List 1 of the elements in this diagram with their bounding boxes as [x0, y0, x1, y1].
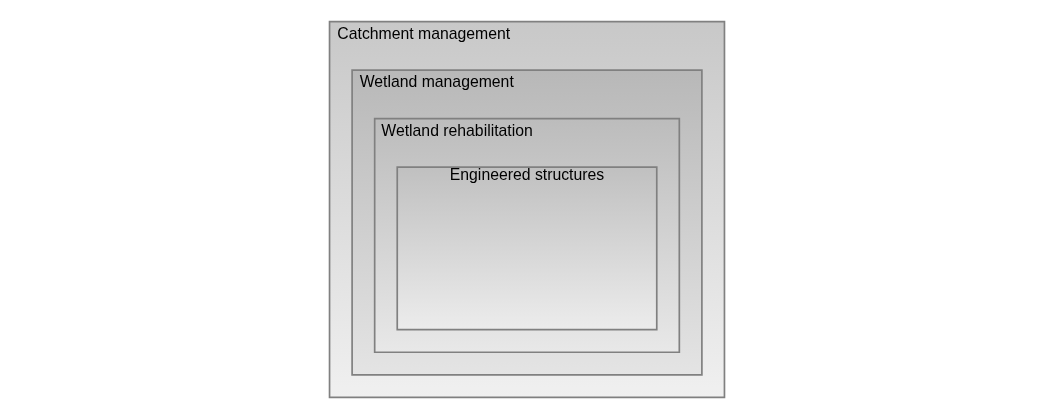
node-box: Engineered structures — [396, 166, 658, 331]
